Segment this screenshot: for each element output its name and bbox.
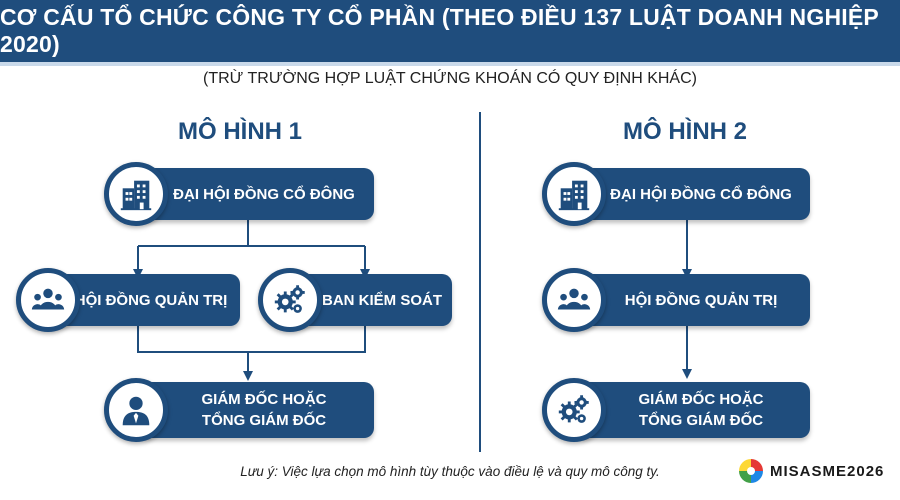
- m2-shareholders-label: ĐẠI HỘI ĐỒNG CỔ ĐÔNG: [610, 185, 792, 203]
- m2-board-box: HỘI ĐỒNG QUẢN TRỊ: [576, 274, 810, 326]
- m2-director-box: GIÁM ĐỐC HOẶC TỔNG GIÁM ĐỐC: [576, 382, 810, 438]
- page-subtitle: (TRỪ TRƯỜNG HỢP LUẬT CHỨNG KHOÁN CÓ QUY …: [203, 70, 697, 87]
- page-title: CƠ CẤU TỔ CHỨC CÔNG TY CỔ PHẦN (THEO ĐIỀ…: [0, 4, 879, 57]
- people-group-icon: [542, 268, 606, 332]
- building-icon: [104, 162, 168, 226]
- m2-shareholders-box: ĐẠI HỘI ĐỒNG CỔ ĐÔNG: [576, 168, 810, 220]
- m1-board-box: HỘI ĐỒNG QUẢN TRỊ: [44, 274, 240, 326]
- m2-director-line2: TỔNG GIÁM ĐỐC: [638, 412, 764, 429]
- m1-shareholders-label: ĐẠI HỘI ĐỒNG CỔ ĐÔNG: [173, 185, 355, 203]
- title-bar: CƠ CẤU TỔ CHỨC CÔNG TY CỔ PHẦN (THEO ĐIỀ…: [0, 0, 900, 66]
- m1-connector-merge: [137, 326, 366, 353]
- m1-director-line2: TỔNG GIÁM ĐỐC: [201, 412, 327, 429]
- model-divider: [479, 112, 481, 452]
- m2-director-line1: GIÁM ĐỐC HOẶC: [638, 391, 764, 408]
- brand-name: MISASME2026: [770, 462, 885, 480]
- people-group-icon: [16, 268, 80, 332]
- m1-director-label: GIÁM ĐỐC HOẶC TỔNG GIÁM ĐỐC: [138, 389, 374, 431]
- model1-title: MÔ HÌNH 1: [177, 118, 302, 145]
- building-icon: [542, 162, 606, 226]
- gears-icon: [258, 268, 322, 332]
- m1-director-line1: GIÁM ĐỐC HOẶC: [201, 391, 327, 408]
- person-icon: [104, 378, 168, 442]
- m1-control-label: BAN KIỂM SOÁT: [322, 291, 442, 309]
- brand-logo: MISASME2026: [738, 458, 884, 484]
- footer-note: Lưu ý: Việc lựa chọn mô hình tùy thuộc v…: [240, 464, 660, 479]
- m1-board-label: HỘI ĐỒNG QUẢN TRỊ: [74, 291, 228, 309]
- m2-director-label: GIÁM ĐỐC HOẶC TỔNG GIÁM ĐỐC: [576, 389, 810, 431]
- gears-icon: [542, 378, 606, 442]
- m2-board-label: HỘI ĐỒNG QUẢN TRỊ: [624, 291, 778, 309]
- m1-shareholders-box: ĐẠI HỘI ĐỒNG CỔ ĐÔNG: [138, 168, 374, 220]
- model2-title: MÔ HÌNH 2: [622, 118, 747, 145]
- brand-logo-icon: [739, 459, 763, 483]
- m1-director-box: GIÁM ĐỐC HOẶC TỔNG GIÁM ĐỐC: [138, 382, 374, 438]
